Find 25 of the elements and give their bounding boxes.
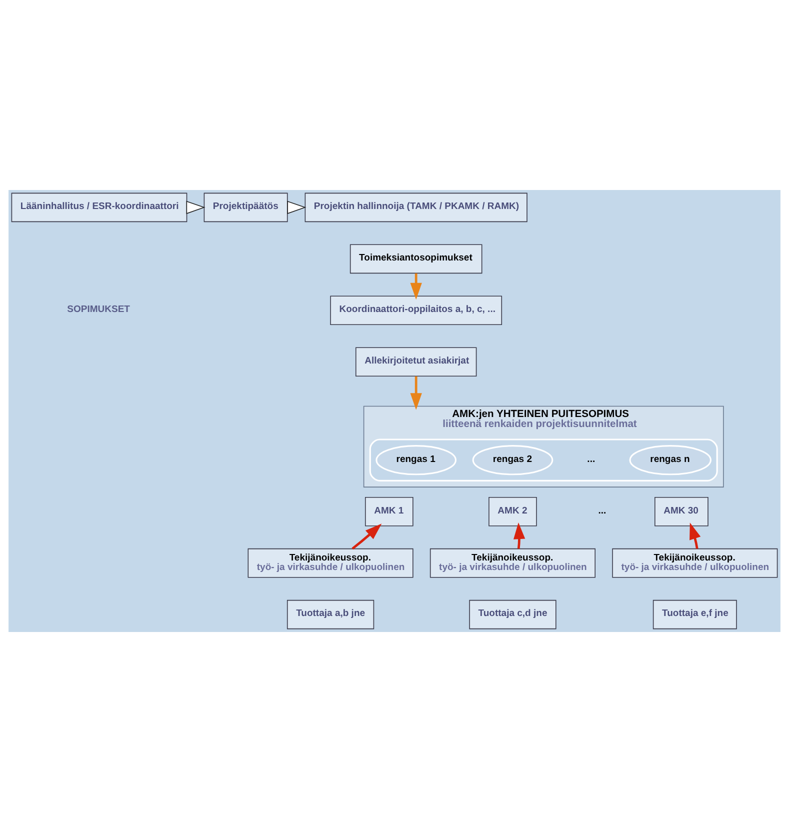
cluster bbox=[369, 438, 718, 482]
node-ellipse: rengas 1 bbox=[376, 445, 457, 476]
node-box: Tuottaja a,b jne bbox=[286, 600, 374, 630]
node-box: Tuottaja c,d jne bbox=[469, 600, 556, 630]
node-box: Toimeksiantosopimukset bbox=[350, 244, 482, 274]
arrow bbox=[352, 524, 382, 550]
node-box: AMK 1 bbox=[365, 496, 414, 526]
node-box: Allekirjoitetut asiakirjat bbox=[356, 347, 477, 377]
node-box: Tekijänoikeussop. työ- ja virkasuhde / ulkopuolinen bbox=[248, 548, 414, 578]
arrow bbox=[410, 273, 422, 300]
arrow bbox=[690, 522, 701, 549]
arrow bbox=[410, 376, 422, 410]
node-box: Tekijänoikeussop. työ- ja virkasuhde / ulkopuolinen bbox=[430, 548, 596, 578]
node-box: Tuottaja e,f jne bbox=[652, 600, 737, 630]
node-box: Projektin hallinnoija (TAMK / PKAMK / RAMK) bbox=[304, 192, 528, 222]
node-box: Tekijänoikeussop. työ- ja virkasuhde / ulkopuolinen bbox=[612, 548, 778, 578]
node-box: AMK 30 bbox=[654, 496, 708, 526]
arrow bbox=[513, 522, 526, 549]
node-ellipse: rengas 2 bbox=[472, 445, 554, 476]
node-box: AMK 2 bbox=[488, 496, 537, 526]
label: ... bbox=[598, 505, 606, 516]
label: SOPIMUKSET bbox=[67, 304, 130, 316]
label: ... bbox=[587, 454, 596, 465]
node-ellipse: rengas n bbox=[629, 445, 712, 476]
node-box: Koordinaattori-oppilaitos a, b, c, ... bbox=[330, 296, 502, 326]
